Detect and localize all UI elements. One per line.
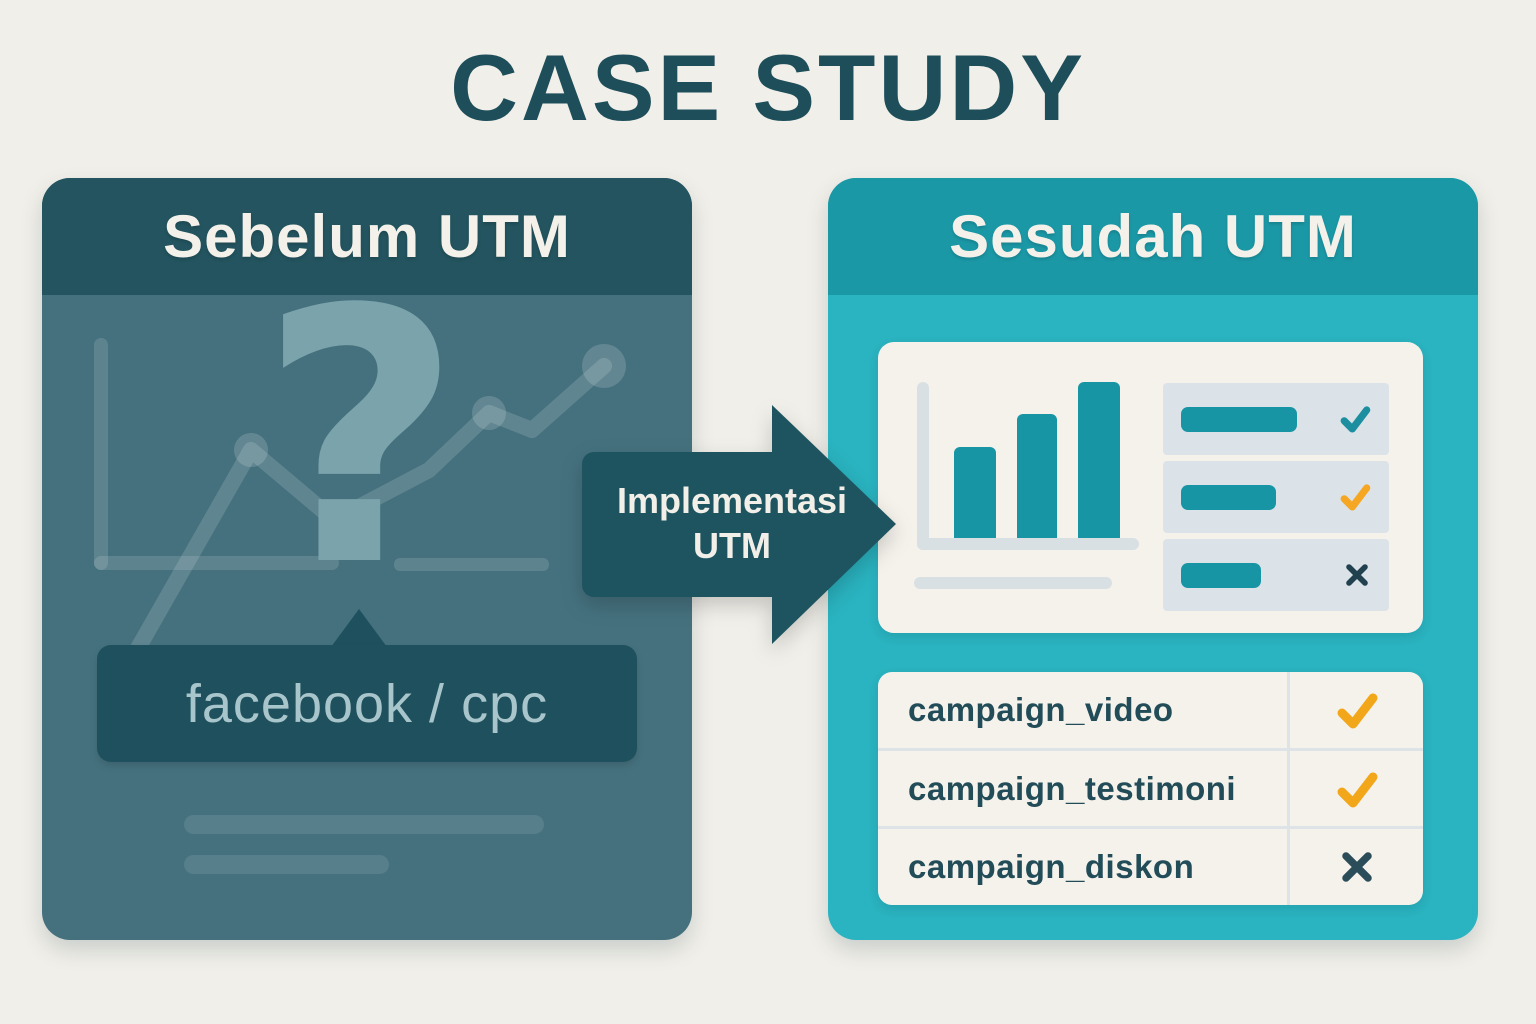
mini-checklist [1163,383,1389,611]
mini-checklist-row [1163,539,1389,611]
check-icon [1340,484,1371,511]
bar-chart-bar-1 [954,447,996,538]
bar-chart-y-axis [917,382,929,550]
bar-chart-x-axis [917,538,1139,550]
faded-text-bar-1 [184,815,544,834]
after-panel: Sesudah UTM [828,178,1478,940]
cross-icon [1346,564,1368,586]
table-row: campaign_testimoni [878,750,1423,830]
campaign-name: campaign_diskon [908,848,1195,886]
check-icon [1340,406,1371,433]
campaign-status-cell [1287,750,1423,827]
bar-chart-bar-2 [1017,414,1057,538]
question-mark: ? [259,235,463,643]
bar-chart-bar-3 [1078,382,1120,538]
check-icon [1337,772,1377,807]
check-icon [1337,693,1377,729]
campaign-name: campaign_testimoni [908,769,1237,807]
cross-icon [1341,852,1372,882]
arrow-label: Implementasi UTM [582,478,882,568]
arrow-body [582,452,774,597]
table-row: campaign_diskon [878,829,1423,905]
text-placeholder-pill [1181,484,1276,510]
campaign-table: campaign_video campaign_testimoni campai… [878,672,1423,905]
mini-checklist-row [1163,383,1389,455]
referrer-label: facebook / cpc [185,673,549,734]
campaign-name: campaign_video [908,690,1174,728]
arrow-head [772,405,896,644]
before-panel-title: Sebelum UTM [163,203,571,270]
after-panel-header: Sesudah UTM [828,178,1478,295]
arrow-label-line1: Implementasi [616,480,848,521]
mini-checklist-row [1163,461,1389,533]
text-placeholder-pill [1181,406,1297,432]
analytics-card [878,342,1423,633]
page-title: CASE STUDY [450,35,1086,140]
referrer-label-box: facebook / cpc [97,645,637,762]
before-panel-header: Sebelum UTM [42,178,692,295]
after-panel-title: Sesudah UTM [949,203,1357,270]
text-placeholder-pill [1181,562,1261,588]
tooltip-pointer-triangle [331,609,387,647]
faded-line-chart [94,338,626,658]
campaign-status-cell [1287,829,1423,905]
faded-text-bar-2 [184,855,389,874]
table-row: campaign_video [878,672,1423,751]
caption-placeholder-bar [914,577,1112,589]
campaign-status-cell [1287,672,1423,748]
arrow-label-line2: UTM [693,525,771,566]
